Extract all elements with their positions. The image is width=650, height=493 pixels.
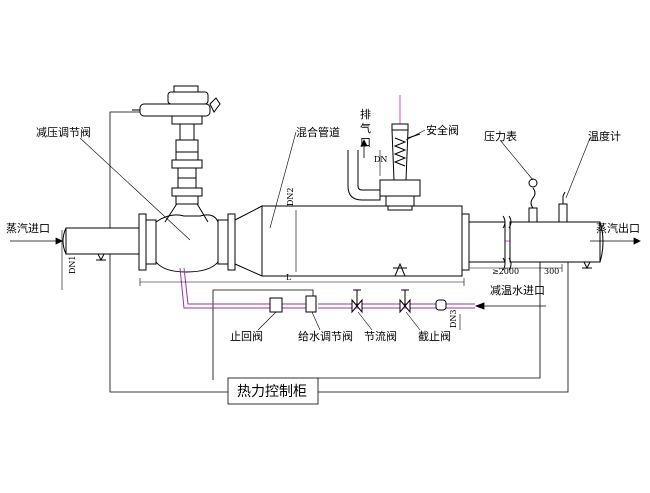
label-thermometer: 温度计: [588, 129, 621, 143]
label-pressure-reducing-valve: 减压调节阀: [36, 125, 91, 139]
dim-300: 300: [544, 267, 559, 276]
label-exhaust-mid: 气: [360, 121, 371, 135]
label-desuperheat-water-inlet: 减温水进口: [490, 284, 545, 297]
reducer: [234, 205, 263, 277]
inlet-pipe: [62, 213, 157, 271]
label-check-valve: 止回阀: [230, 329, 263, 343]
dim-dn3: DN3: [449, 309, 458, 328]
dim-dn: DN: [374, 155, 387, 164]
water-line: [179, 267, 475, 309]
inlet-arrow: [55, 237, 63, 245]
mixing-pipe: [261, 205, 604, 277]
label-control-cabinet: 热力控制柜: [237, 384, 307, 400]
label-mixing-pipe: 混合管道: [296, 125, 340, 139]
valve-body: [155, 201, 236, 273]
exhaust-assembly: [347, 123, 421, 211]
label-pressure-gauge: 压力表: [484, 129, 517, 143]
pipe-supports: [96, 253, 592, 277]
label-feedwater-control-valve: 给水调节阀: [298, 329, 353, 343]
dim-length: L: [286, 273, 292, 282]
valve-actuator: [132, 85, 221, 205]
exhaust-arrow: [360, 139, 368, 147]
water-line-valves: [269, 289, 447, 314]
label-throttle-valve: 节流阀: [364, 329, 397, 343]
dimension-lines: [61, 150, 563, 330]
label-exhaust-top: 排: [360, 107, 371, 121]
dim-dn1: DN1: [68, 255, 77, 274]
instruments: [528, 178, 568, 223]
label-steam-outlet: 蒸汽出口: [596, 221, 640, 235]
water-inlet-arrow: [474, 302, 485, 310]
label-steam-inlet: 蒸汽进口: [6, 221, 50, 235]
flow-arrows: [10, 139, 641, 310]
label-safety-valve: 安全阀: [426, 123, 459, 137]
dim-dn2: DN2: [286, 187, 295, 206]
outlet-arrow: [633, 237, 641, 245]
label-exhaust-bottom: 口: [360, 136, 371, 149]
leader-lines: [79, 129, 591, 331]
label-stop-valve: 截止阀: [418, 329, 451, 343]
dim-gt2000: ≥2000: [492, 267, 519, 276]
